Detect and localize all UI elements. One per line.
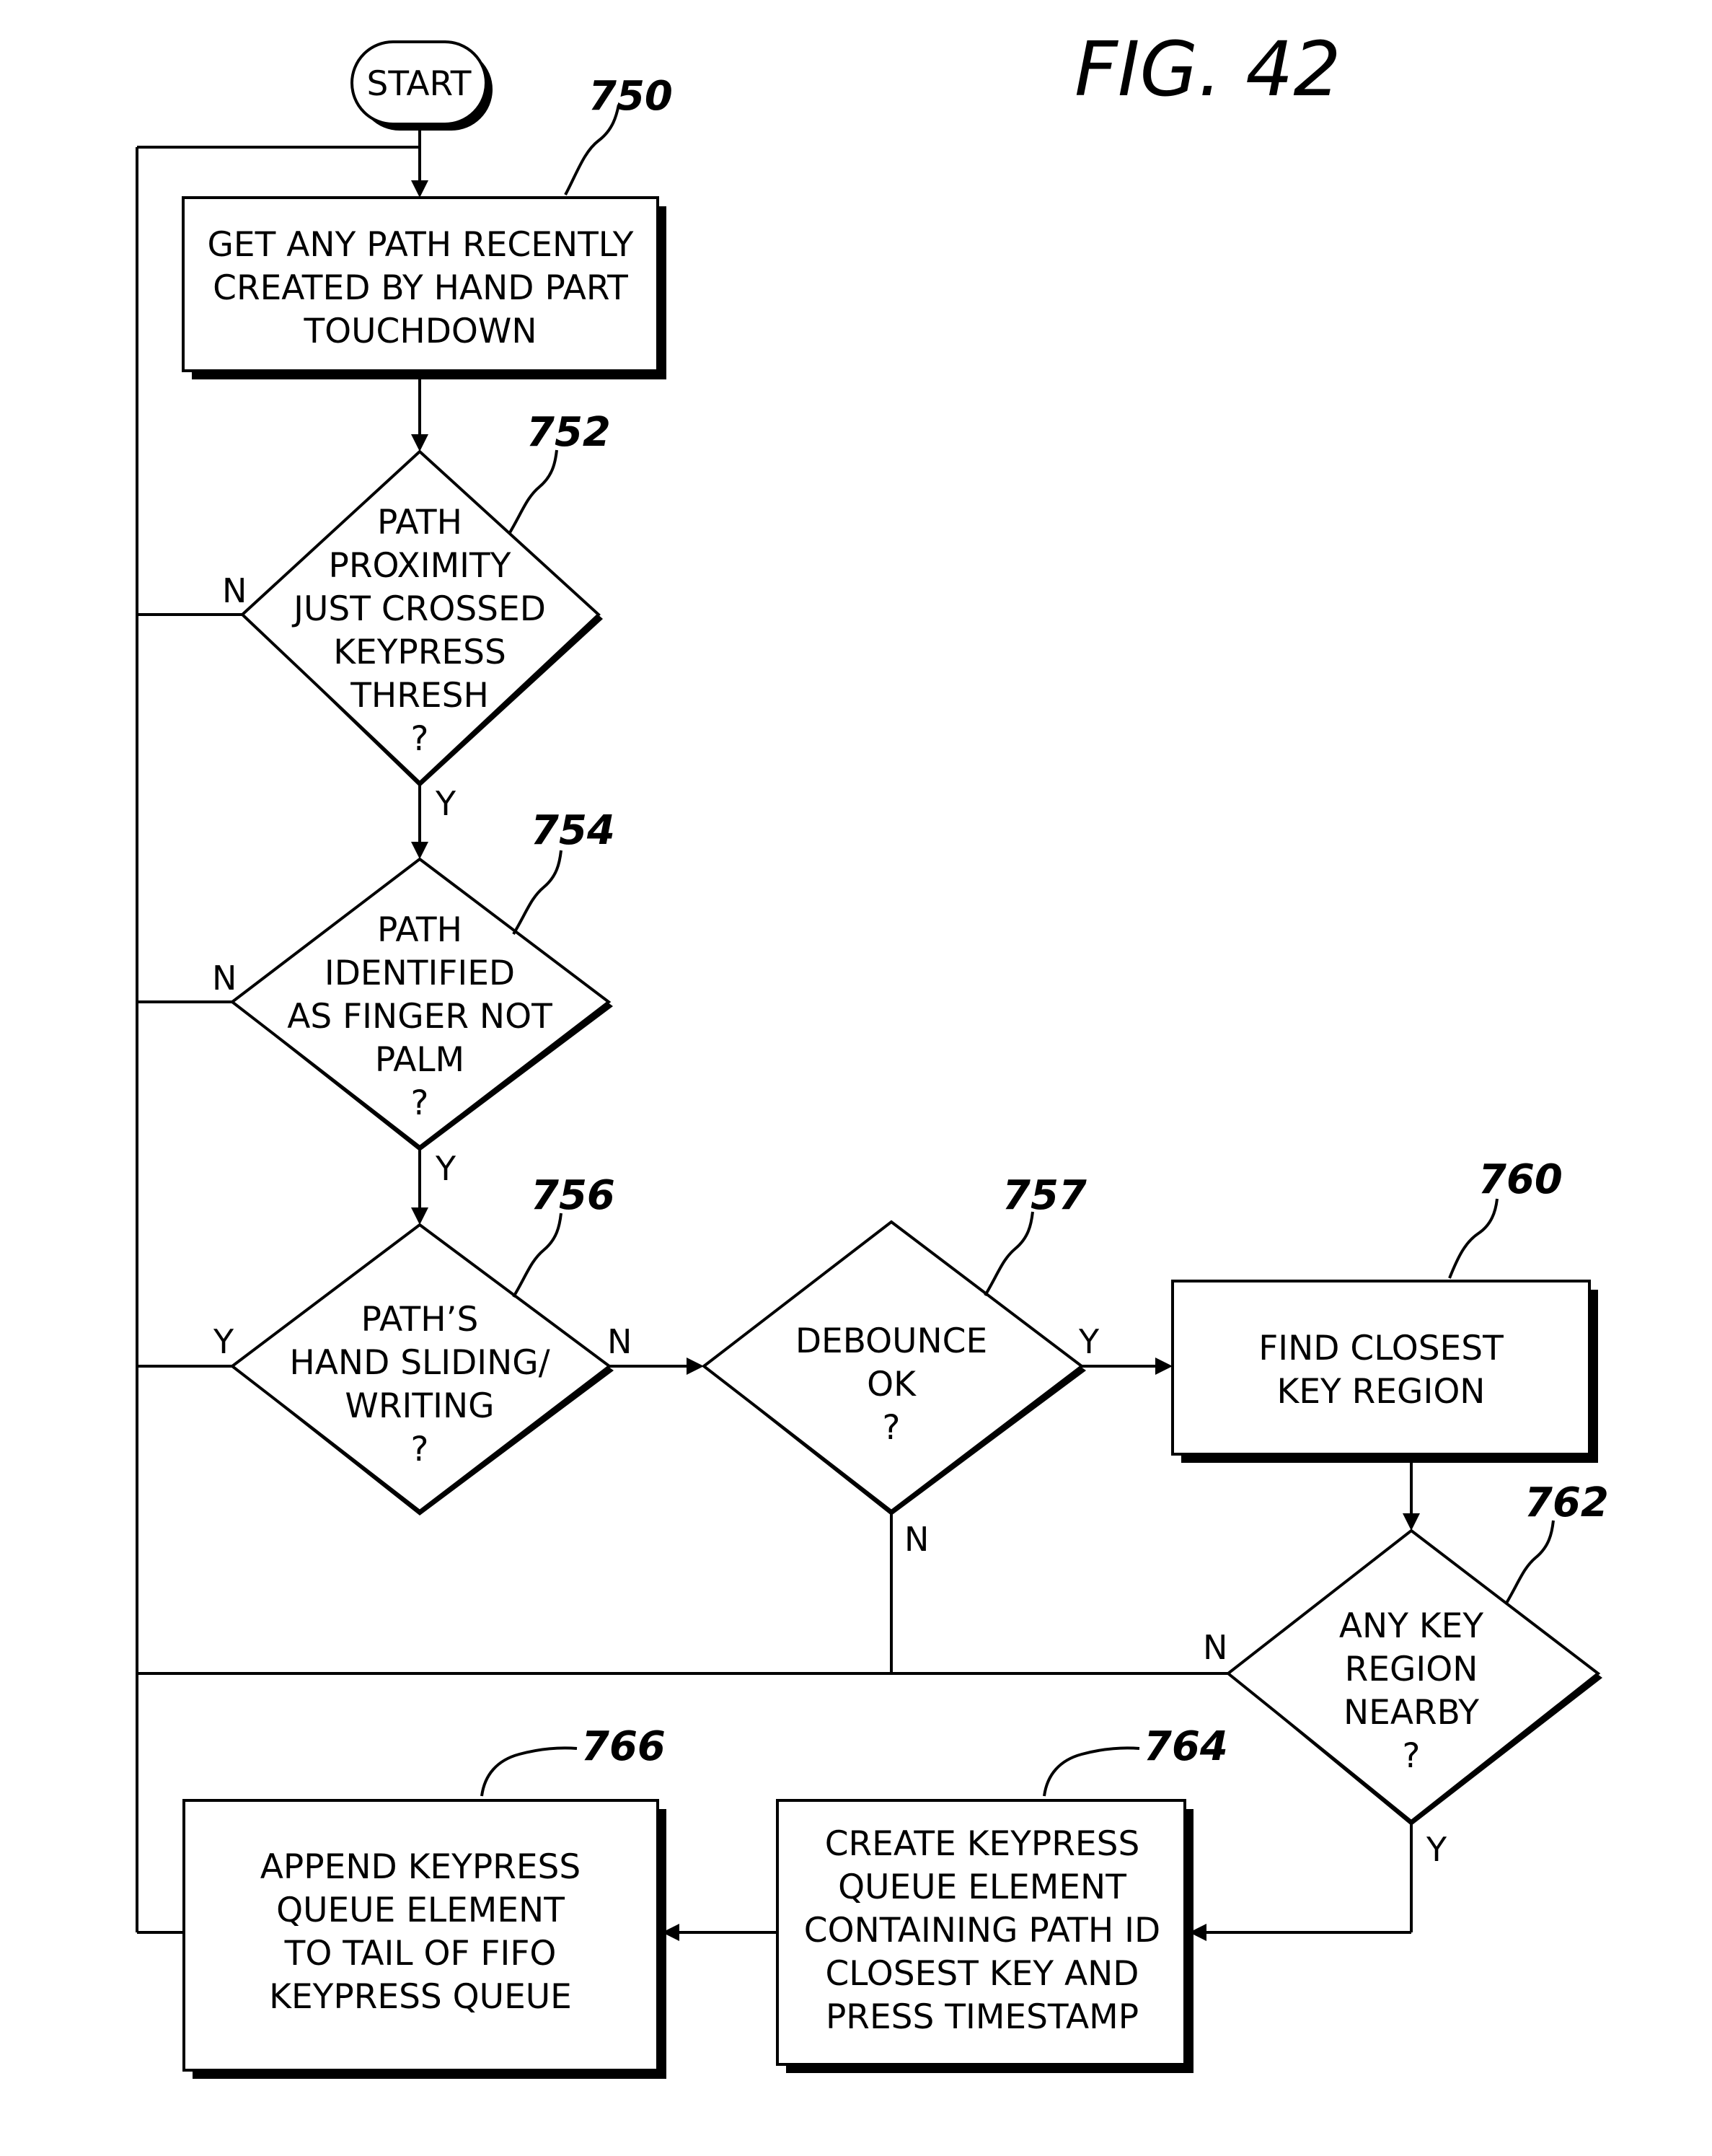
label-762-yes: Y xyxy=(1426,1830,1447,1869)
ref-756: 756 xyxy=(531,1172,615,1219)
label-756-yes: Y xyxy=(213,1322,234,1361)
step-764-line-1: CREATE KEYPRESS xyxy=(825,1824,1140,1864)
leader-757 xyxy=(984,1211,1034,1297)
decision-757-line-2: OK xyxy=(867,1365,917,1404)
label-752-no: N xyxy=(222,571,247,610)
label-757-yes: Y xyxy=(1078,1322,1100,1361)
arrow-into-756 xyxy=(411,1207,428,1225)
decision-756-line-2: HAND SLIDING/ xyxy=(289,1343,550,1383)
step-764-line-2: QUEUE ELEMENT xyxy=(838,1867,1126,1907)
decision-752-line-1: PATH xyxy=(377,503,462,542)
step-766-line-1: APPEND KEYPRESS xyxy=(260,1847,581,1887)
leader-760 xyxy=(1448,1198,1499,1279)
decision-752-line-3: JUST CROSSED xyxy=(291,589,546,629)
decision-762-line-2: REGION xyxy=(1345,1650,1478,1689)
decision-754-line-5: ? xyxy=(411,1083,429,1123)
decision-754-line-3: AS FINGER NOT xyxy=(287,997,552,1037)
label-754-yes: Y xyxy=(435,1149,456,1188)
arrow-into-766 xyxy=(662,1924,679,1941)
arrow-into-752 xyxy=(411,434,428,452)
decision-762-diamond: ANY KEY REGION NEARBY ? xyxy=(1225,1528,1602,1826)
step-760-line-1: FIND CLOSEST xyxy=(1258,1329,1504,1368)
step-764-line-3: CONTAINING PATH ID xyxy=(804,1911,1160,1950)
decision-757-line-1: DEBOUNCE xyxy=(795,1321,987,1361)
arrow-into-750 xyxy=(411,180,428,198)
start-label: START xyxy=(367,64,472,104)
leader-764 xyxy=(1043,1746,1140,1797)
label-752-yes: Y xyxy=(435,784,456,823)
decision-762-line-3: NEARBY xyxy=(1343,1693,1479,1733)
decision-754-line-1: PATH xyxy=(377,910,462,950)
decision-757-diamond: DEBOUNCE OK ? xyxy=(701,1220,1086,1515)
leader-762 xyxy=(1504,1520,1555,1606)
step-760-line-2: KEY REGION xyxy=(1277,1372,1486,1412)
ref-750: 750 xyxy=(588,73,673,120)
leader-766 xyxy=(480,1746,578,1797)
arrow-into-760 xyxy=(1155,1358,1173,1375)
label-756-no: N xyxy=(607,1322,632,1361)
step-750-box: GET ANY PATH RECENTLY CREATED BY HAND PA… xyxy=(182,196,666,379)
arrow-into-754 xyxy=(411,842,428,859)
decision-754-line-2: IDENTIFIED xyxy=(325,954,515,993)
decision-756-diamond: PATH’S HAND SLIDING/ WRITING ? xyxy=(229,1223,614,1515)
ref-757: 757 xyxy=(1002,1172,1087,1219)
decision-762-line-4: ? xyxy=(1403,1736,1421,1776)
start-terminator: START xyxy=(350,40,493,131)
reference-leaders xyxy=(480,104,1555,1797)
label-757-no: N xyxy=(904,1520,929,1559)
decision-756-line-1: PATH’S xyxy=(361,1300,479,1339)
leader-750 xyxy=(564,104,620,195)
connectors xyxy=(136,123,1420,1941)
leader-752 xyxy=(508,449,558,535)
figure-title: FIG. 42 xyxy=(1075,25,1341,113)
decision-752-line-5: THRESH xyxy=(350,676,489,716)
ref-762: 762 xyxy=(1525,1479,1609,1526)
step-750-line-3: TOUCHDOWN xyxy=(303,312,537,351)
decision-752-line-4: KEYPRESS xyxy=(333,633,506,672)
step-764-line-4: CLOSEST KEY AND xyxy=(825,1954,1139,1994)
decision-756-line-4: ? xyxy=(411,1430,429,1469)
step-750-line-2: CREATED BY HAND PART xyxy=(213,268,628,308)
arrow-into-762 xyxy=(1403,1513,1420,1531)
label-754-no: N xyxy=(212,959,237,998)
decision-754-diamond: PATH IDENTIFIED AS FINGER NOT PALM ? xyxy=(229,857,613,1151)
step-760-box: FIND CLOSEST KEY REGION xyxy=(1171,1280,1598,1463)
decision-756-line-3: WRITING xyxy=(345,1386,494,1426)
decision-752-line-2: PROXIMITY xyxy=(329,546,511,586)
ref-766: 766 xyxy=(581,1723,666,1770)
decision-752-diamond: PATH PROXIMITY JUST CROSSED KEYPRESS THR… xyxy=(240,449,603,787)
label-762-no: N xyxy=(1203,1628,1227,1667)
decision-752-line-6: ? xyxy=(411,719,429,759)
ref-754: 754 xyxy=(531,807,615,854)
decision-754-line-4: PALM xyxy=(375,1040,464,1080)
leader-756 xyxy=(512,1213,562,1298)
step-766-line-4: KEYPRESS QUEUE xyxy=(269,1977,572,2017)
step-766-line-2: QUEUE ELEMENT xyxy=(276,1891,565,1930)
ref-760: 760 xyxy=(1478,1156,1563,1203)
ref-764: 764 xyxy=(1144,1723,1228,1770)
step-764-line-5: PRESS TIMESTAMP xyxy=(826,1997,1139,2037)
step-766-line-3: TO TAIL OF FIFO xyxy=(284,1934,557,1974)
leader-754 xyxy=(512,850,562,936)
step-764-box: CREATE KEYPRESS QUEUE ELEMENT CONTAINING… xyxy=(776,1799,1193,2073)
arrow-into-764 xyxy=(1189,1924,1206,1941)
step-750-line-1: GET ANY PATH RECENTLY xyxy=(208,225,634,265)
arrow-into-757 xyxy=(687,1358,704,1375)
step-766-box: APPEND KEYPRESS QUEUE ELEMENT TO TAIL OF… xyxy=(182,1799,666,2079)
decision-757-line-3: ? xyxy=(883,1408,901,1448)
decision-762-line-1: ANY KEY xyxy=(1339,1606,1483,1646)
ref-752: 752 xyxy=(526,409,611,456)
